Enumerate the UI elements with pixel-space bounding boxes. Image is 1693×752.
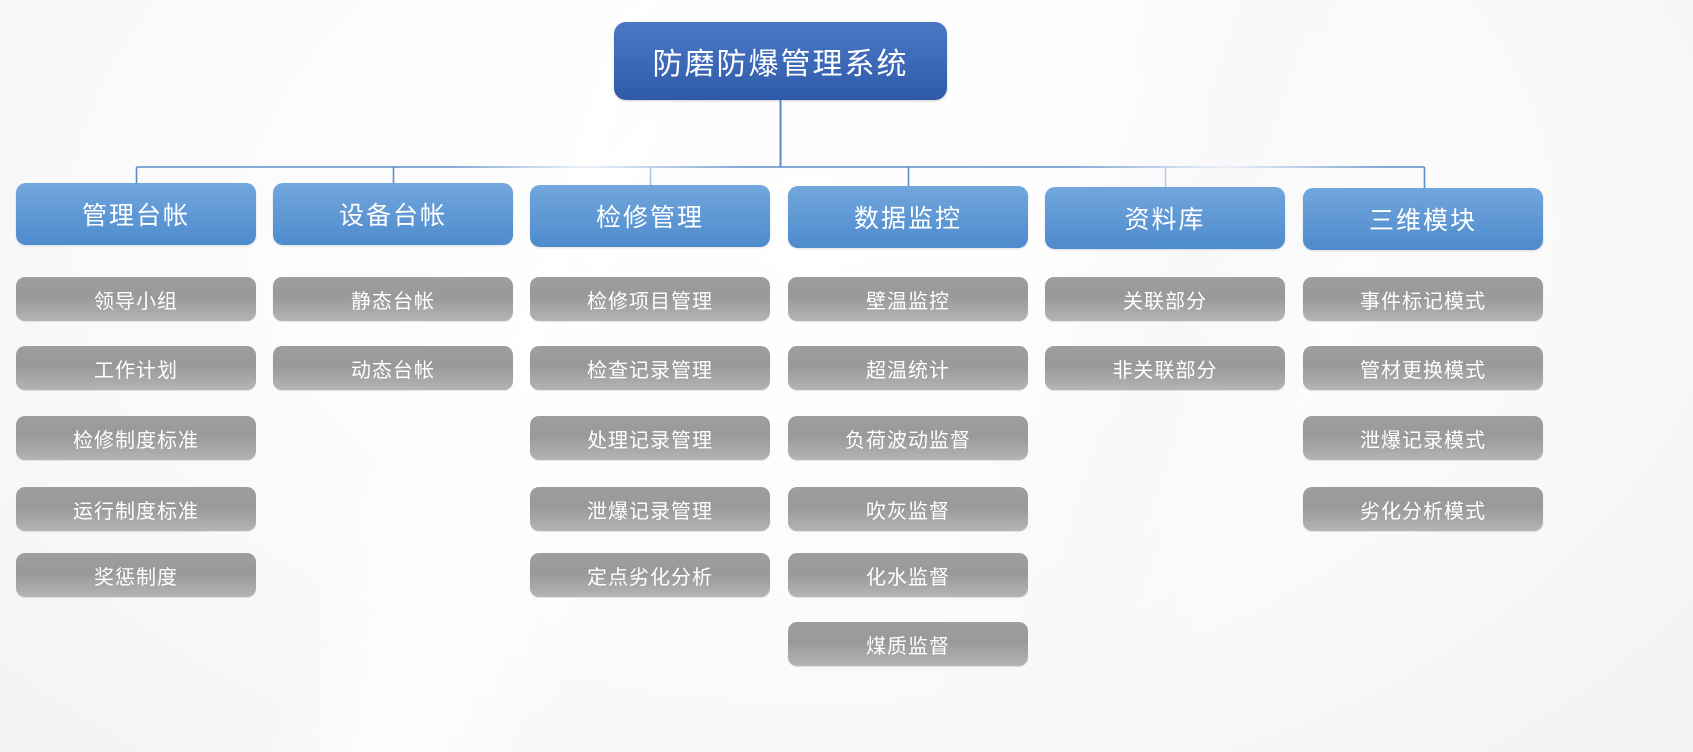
leaf-label: 劣化分析模式 — [1360, 498, 1486, 523]
leaf-label: 领导小组 — [94, 288, 178, 313]
leaf-item[interactable]: 吹灰监督 — [788, 487, 1028, 531]
branch-header-label: 设备台帐 — [338, 201, 447, 230]
leaf-label: 运行制度标准 — [73, 498, 199, 523]
leaf-item[interactable]: 化水监督 — [788, 553, 1028, 597]
root-node-label: 防磨防爆管理系统 — [652, 47, 909, 82]
leaf-label: 负荷波动监督 — [845, 427, 971, 452]
leaf-item[interactable]: 泄爆记录模式 — [1303, 416, 1543, 460]
leaf-item[interactable]: 处理记录管理 — [530, 416, 770, 460]
leaf-label: 检查记录管理 — [587, 357, 713, 382]
leaf-item[interactable]: 检修项目管理 — [530, 277, 770, 321]
root-node-system-title[interactable]: 防磨防爆管理系统 — [614, 22, 947, 100]
leaf-label: 动态台帐 — [351, 357, 435, 382]
leaf-label: 泄爆记录管理 — [587, 498, 713, 523]
leaf-item[interactable]: 动态台帐 — [273, 346, 513, 390]
leaf-label: 煤质监督 — [866, 633, 950, 658]
leaf-item[interactable]: 运行制度标准 — [16, 487, 256, 531]
branch-header-maintenance-management[interactable]: 检修管理 — [530, 185, 770, 247]
leaf-item[interactable]: 壁温监控 — [788, 277, 1028, 321]
leaf-item[interactable]: 劣化分析模式 — [1303, 487, 1543, 531]
leaf-label: 吹灰监督 — [866, 498, 950, 523]
leaf-label: 壁温监控 — [866, 288, 950, 313]
leaf-label: 管材更换模式 — [1360, 357, 1486, 382]
branch-header-equipment-ledger[interactable]: 设备台帐 — [273, 183, 513, 245]
leaf-label: 关联部分 — [1123, 288, 1207, 313]
leaf-item[interactable]: 定点劣化分析 — [530, 553, 770, 597]
branch-header-data-monitoring[interactable]: 数据监控 — [788, 186, 1028, 248]
leaf-item[interactable]: 超温统计 — [788, 346, 1028, 390]
leaf-label: 奖惩制度 — [94, 564, 178, 589]
leaf-label: 检修项目管理 — [587, 288, 713, 313]
leaf-label: 定点劣化分析 — [587, 564, 713, 589]
leaf-label: 非关联部分 — [1112, 357, 1218, 382]
leaf-item[interactable]: 煤质监督 — [788, 622, 1028, 666]
leaf-item[interactable]: 检修制度标准 — [16, 416, 256, 460]
branch-header-label: 管理台帐 — [81, 201, 190, 230]
leaf-item[interactable]: 负荷波动监督 — [788, 416, 1028, 460]
branch-header-management-ledger[interactable]: 管理台帐 — [16, 183, 256, 245]
branch-header-label: 检修管理 — [595, 203, 704, 232]
leaf-item[interactable]: 检查记录管理 — [530, 346, 770, 390]
branch-header-document-library[interactable]: 资料库 — [1045, 187, 1285, 249]
branch-header-3d-module[interactable]: 三维模块 — [1303, 188, 1543, 250]
leaf-label: 工作计划 — [94, 357, 178, 382]
leaf-label: 静态台帐 — [351, 288, 435, 313]
leaf-item[interactable]: 领导小组 — [16, 277, 256, 321]
leaf-item[interactable]: 泄爆记录管理 — [530, 487, 770, 531]
leaf-label: 检修制度标准 — [73, 427, 199, 452]
branch-header-label: 三维模块 — [1368, 206, 1477, 235]
leaf-label: 事件标记模式 — [1360, 288, 1486, 313]
leaf-item[interactable]: 奖惩制度 — [16, 553, 256, 597]
leaf-item[interactable]: 工作计划 — [16, 346, 256, 390]
leaf-label: 超温统计 — [866, 357, 950, 382]
leaf-label: 化水监督 — [866, 564, 950, 589]
leaf-item[interactable]: 静态台帐 — [273, 277, 513, 321]
leaf-label: 处理记录管理 — [587, 427, 713, 452]
leaf-label: 泄爆记录模式 — [1360, 427, 1486, 452]
leaf-item[interactable]: 事件标记模式 — [1303, 277, 1543, 321]
leaf-item[interactable]: 关联部分 — [1045, 277, 1285, 321]
branch-header-label: 资料库 — [1124, 205, 1206, 234]
branch-header-label: 数据监控 — [853, 204, 962, 233]
leaf-item[interactable]: 非关联部分 — [1045, 346, 1285, 390]
leaf-item[interactable]: 管材更换模式 — [1303, 346, 1543, 390]
